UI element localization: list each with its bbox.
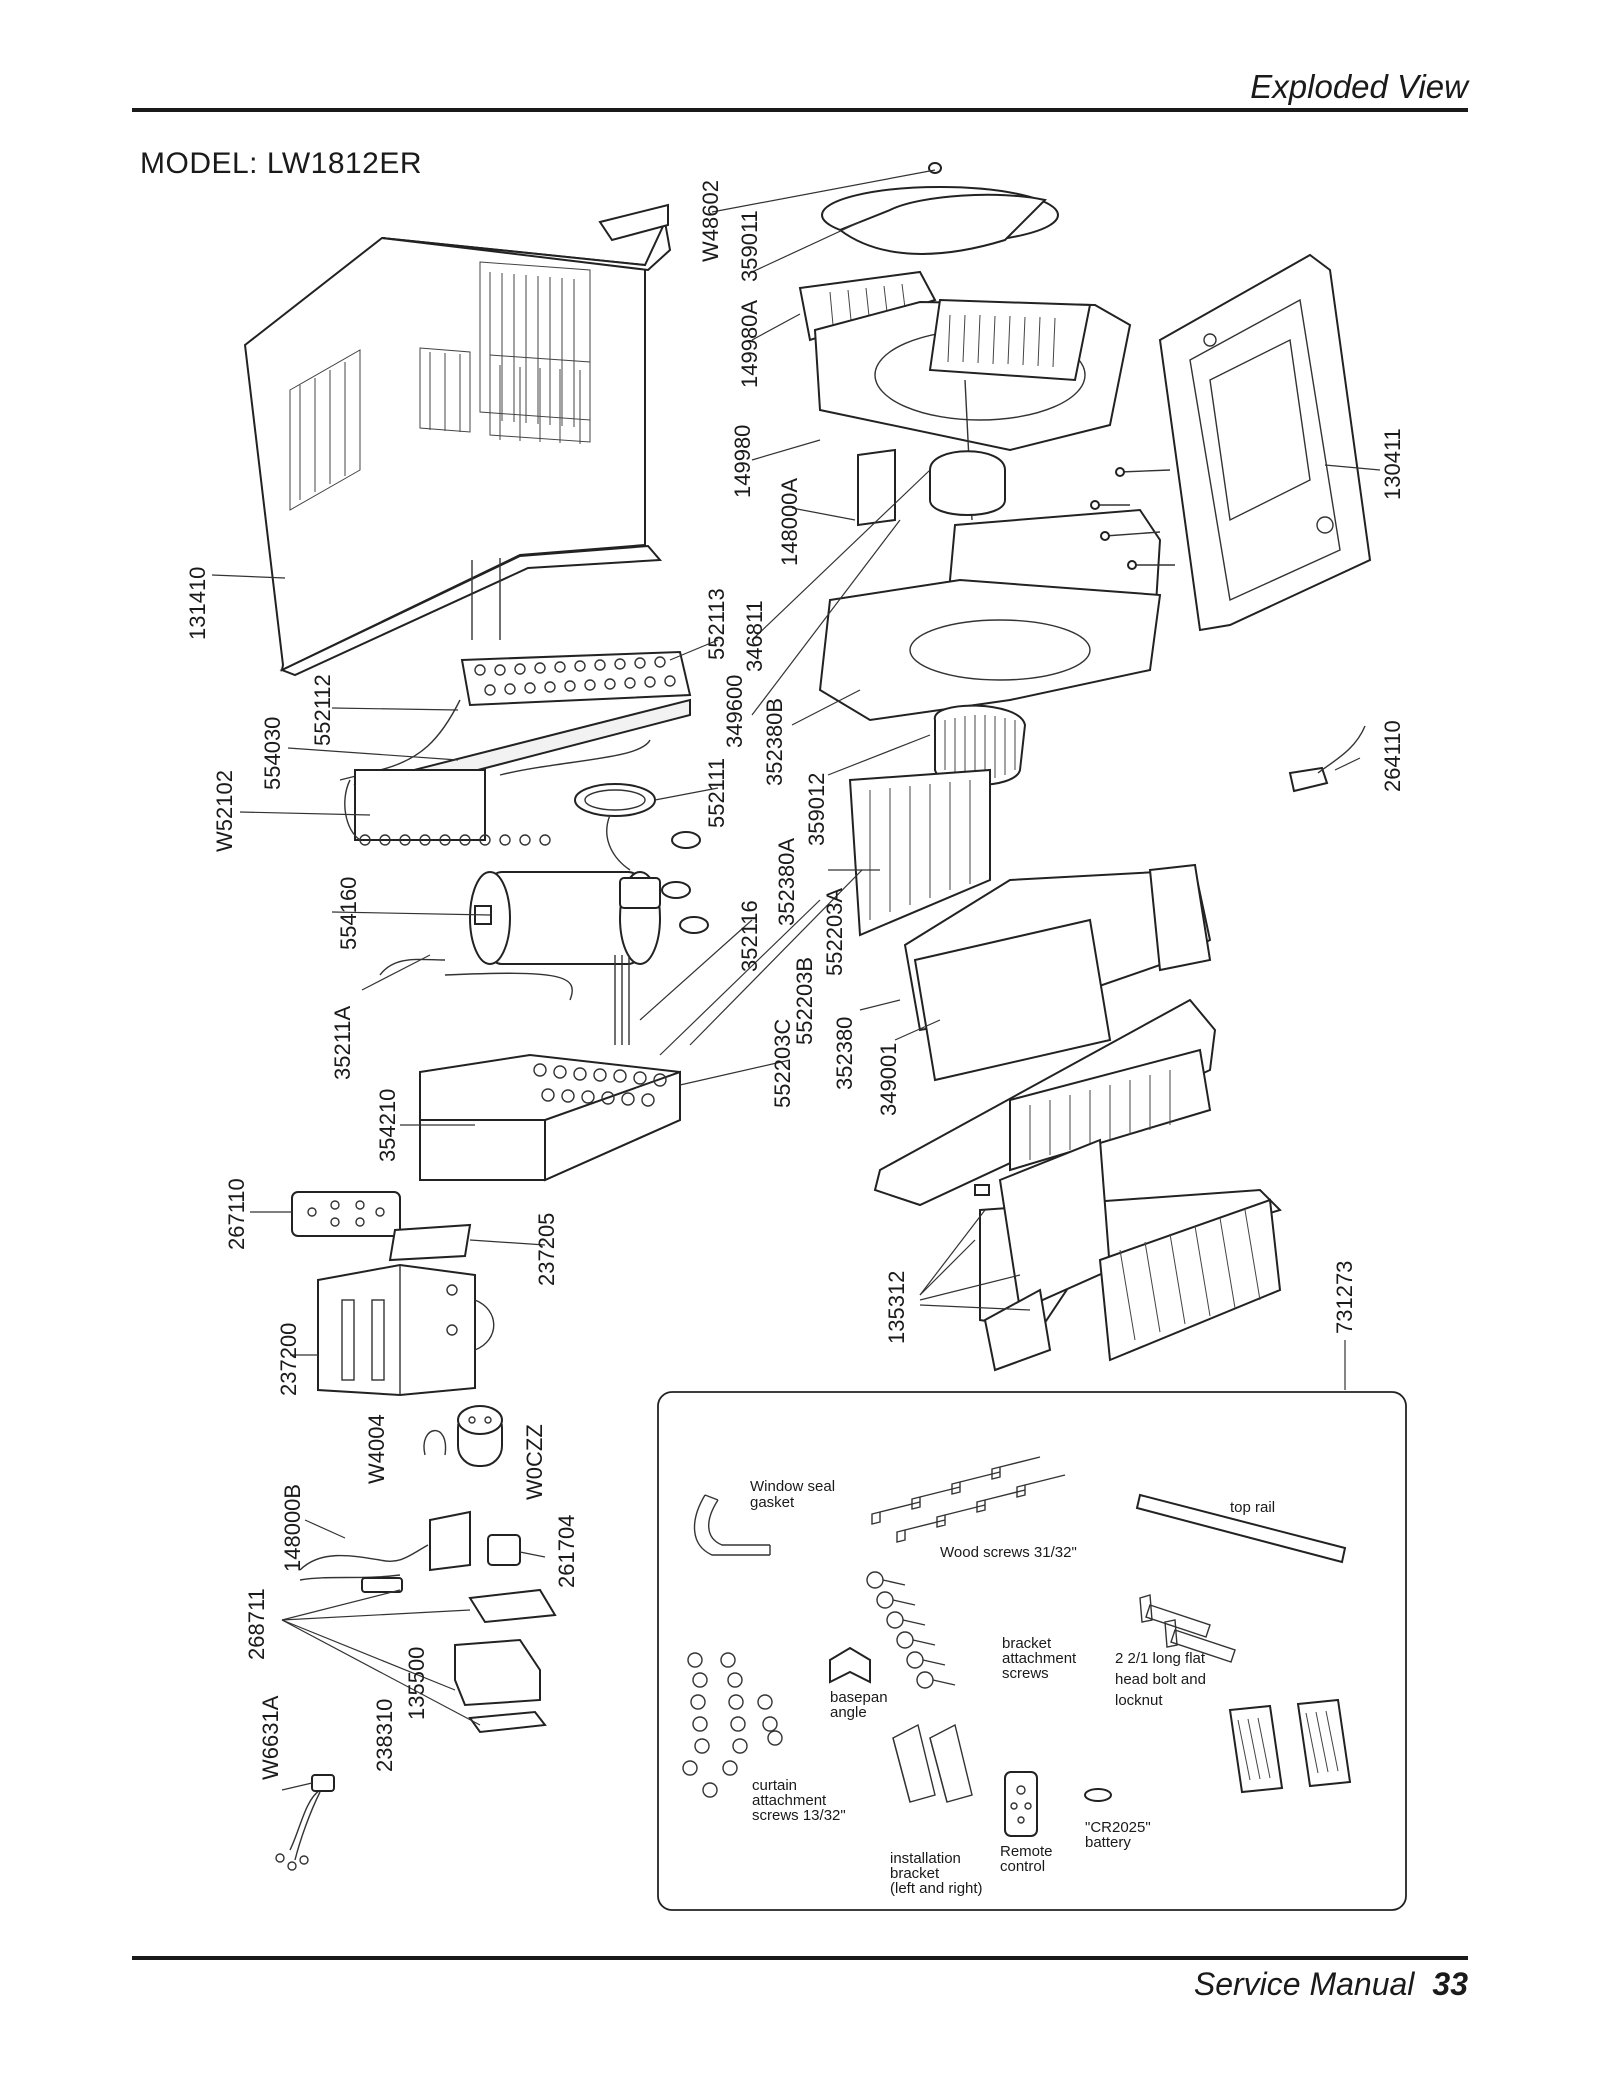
part-label: 135500: [404, 1647, 429, 1720]
part-label: 359011: [737, 210, 762, 282]
top-rail-item: [1135, 1493, 1347, 1564]
divider-panel-part: [1158, 253, 1372, 632]
part-label: 135312: [884, 1271, 909, 1344]
part-label: 552111: [704, 758, 729, 828]
bracket-screws-label-2: attachment: [1002, 1650, 1077, 1667]
bolt-label-3: locknut: [1115, 1692, 1163, 1709]
part-label: W0CZZ: [522, 1424, 547, 1500]
installation-bracket-item: [892, 1723, 973, 1803]
part-label: 131410: [185, 567, 210, 640]
basepan-angle-item: [829, 1646, 871, 1684]
part-label: 354210: [375, 1089, 400, 1162]
part-label: 237200: [276, 1323, 301, 1396]
part-number-labels: W48602 359011 149980A 149980 148000A 130…: [185, 180, 1405, 1780]
installation-bracket-label-3: (left and right): [890, 1880, 983, 1897]
part-label: 359012: [804, 773, 829, 846]
page-number: 33: [1432, 1966, 1468, 2002]
curtain-screws-label-2: attachment: [752, 1792, 827, 1809]
page-header-title: Exploded View: [1250, 68, 1468, 105]
part-label: 238310: [372, 1699, 397, 1772]
part-label: 552203B: [792, 957, 817, 1045]
curtain-screws-label-1: curtain: [752, 1777, 797, 1794]
installation-bracket-label-2: bracket: [890, 1865, 940, 1882]
window-seal-gasket-label-2: gasket: [750, 1494, 795, 1511]
part-label: 552112: [310, 674, 335, 746]
basepan-label-2: angle: [830, 1704, 867, 1721]
footer-rule: [132, 1956, 1468, 1960]
part-label: 552203A: [822, 888, 847, 976]
part-label: 349001: [876, 1043, 901, 1116]
part-label: W48602: [698, 180, 723, 262]
remote-label-1: Remote: [1000, 1843, 1053, 1860]
bolt-label-2: head bolt and: [1115, 1671, 1206, 1688]
part-label: 148000A: [777, 478, 802, 566]
wood-screws-label: Wood screws 31/32": [940, 1544, 1077, 1561]
bracket-attachment-screws-item: [866, 1571, 956, 1689]
battery-label-2: battery: [1085, 1834, 1131, 1851]
part-label: 552203C: [770, 1019, 795, 1108]
part-label: 554160: [336, 877, 361, 950]
screws: [928, 162, 1175, 570]
battery-item: [1084, 1788, 1112, 1802]
compressor-part: [379, 831, 709, 1045]
part-label: 352116: [737, 900, 762, 972]
part-label: 35211A: [330, 1005, 355, 1080]
part-label: 352380: [832, 1017, 857, 1090]
part-label: 554030: [260, 717, 285, 790]
wood-screws-item: [871, 1456, 1066, 1543]
installation-bracket-label-1: installation: [890, 1850, 961, 1867]
top-rail-label: top rail: [1230, 1499, 1275, 1516]
remote-label-2: control: [1000, 1858, 1045, 1875]
part-label: 267110: [224, 1178, 249, 1250]
window-seal-gasket-label-1: Window seal: [750, 1478, 835, 1495]
model-label: MODEL: LW1812ER: [140, 147, 423, 180]
drain-part: [1288, 725, 1366, 793]
curtain-attachment-screws-item: [682, 1652, 783, 1798]
part-label: 149980A: [737, 300, 762, 388]
curtain-panels-item: [1228, 1698, 1352, 1794]
capacitor-parts: [423, 1405, 503, 1467]
bracket-screws-label-3: screws: [1002, 1665, 1049, 1682]
bracket-screws-label-1: bracket: [1002, 1635, 1052, 1652]
part-label: 349600: [722, 675, 747, 748]
accessory-kit-panel: Window seal gasket Wood screws 31/32" to…: [657, 1391, 1407, 1911]
part-label: 346811: [742, 600, 767, 672]
control-parts: [291, 1191, 495, 1397]
leader-lines: [211, 169, 1381, 1791]
condenser-box-part: [419, 1053, 681, 1182]
header-rule: [132, 108, 1468, 112]
part-label: 261704: [554, 1515, 579, 1588]
part-label: 130411: [1380, 428, 1405, 500]
basepan-label-1: basepan: [830, 1689, 888, 1706]
part-label: 237205: [534, 1213, 559, 1286]
curtain-screws-label-3: screws 13/32": [752, 1807, 846, 1824]
footer-manual-title: Service Manual: [1193, 1966, 1415, 2002]
page-footer: Service Manual 33: [1194, 1966, 1468, 2003]
part-label: 731273: [1332, 1261, 1357, 1334]
part-label: 352380A: [774, 838, 799, 926]
fan-assembly-part: [798, 186, 1212, 1082]
cabinet-part: [243, 203, 672, 677]
part-label: W4004: [364, 1414, 389, 1484]
part-label: 552113: [704, 588, 729, 660]
battery-label-1: "CR2025": [1085, 1819, 1151, 1836]
part-label: 352380B: [762, 698, 787, 786]
part-label: 149980: [730, 425, 755, 498]
part-label: 264110: [1380, 720, 1405, 792]
front-grille-part: [873, 998, 1282, 1372]
condenser-coil-part: [339, 650, 692, 871]
part-label: W52102: [212, 770, 237, 852]
remote-control-item: [1004, 1771, 1038, 1837]
part-label: W6631A: [258, 1695, 283, 1780]
window-seal-gasket-item: [693, 1494, 770, 1556]
bolt-label-1: 2 2/1 long flat: [1115, 1650, 1206, 1667]
flat-head-bolt-item: [1139, 1594, 1236, 1663]
part-label: 148000B: [280, 1484, 305, 1572]
electrical-parts: [275, 1510, 557, 1871]
part-label: 268711: [244, 1588, 269, 1660]
